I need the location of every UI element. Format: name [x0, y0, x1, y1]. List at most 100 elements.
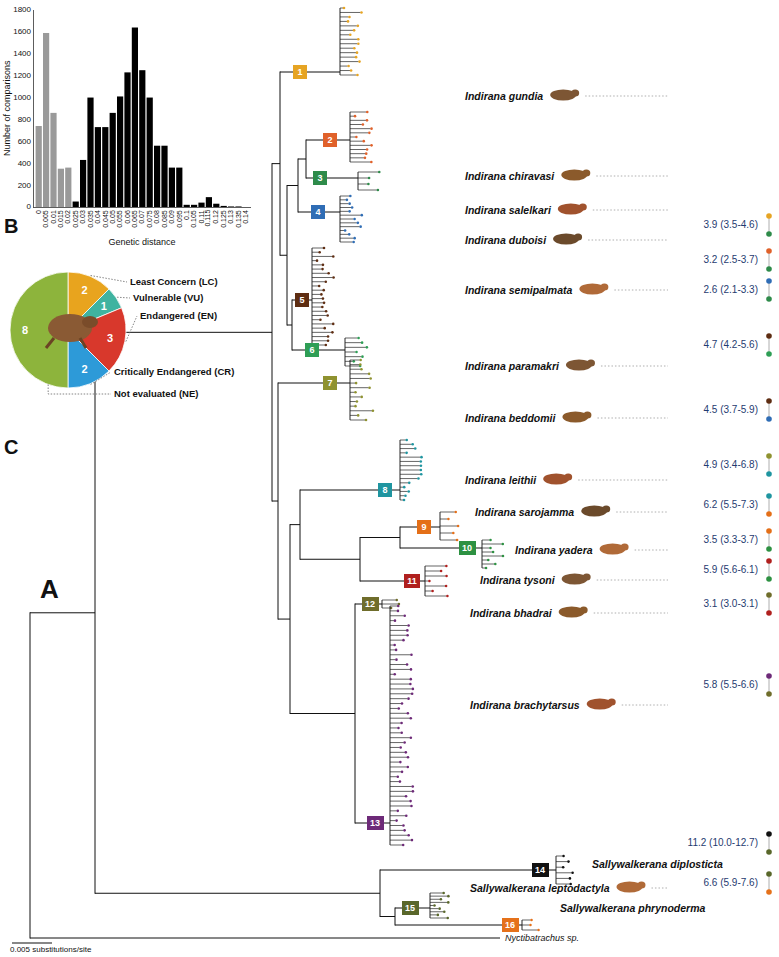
axis-tick: 0.02 — [64, 210, 72, 224]
tip-dot — [438, 907, 441, 910]
tree-tip — [382, 608, 390, 609]
species-leader — [597, 580, 668, 581]
tree-tip — [390, 805, 410, 806]
tree-tip — [390, 630, 406, 631]
tree-tip — [340, 70, 350, 71]
species-name: Sallywalkerana phrynoderma — [560, 902, 705, 914]
axis-tick: 0.05 — [109, 210, 117, 224]
tree-tip — [390, 771, 401, 772]
tree-tip — [340, 196, 349, 197]
divergence-time: 3.1 (3.0-3.1) — [704, 598, 758, 609]
clade-box: 8 — [378, 483, 392, 497]
clade-dot — [766, 213, 772, 219]
tree-branch — [290, 524, 300, 525]
tree-tip — [312, 298, 322, 299]
tip-dot — [354, 391, 357, 394]
clade-dot — [766, 673, 772, 679]
clade-dot — [766, 471, 772, 477]
legend-leader — [48, 385, 111, 394]
clade-number: 6 — [309, 346, 314, 355]
species-name: Indirana tysoni — [480, 574, 555, 586]
tree-branch — [290, 713, 355, 714]
axis-tick: 1600 — [13, 27, 31, 36]
axis-tick: 0.015 — [57, 210, 65, 228]
axis-tick: 0.11 — [197, 210, 205, 223]
species-name: Nyctibatrachus sp. — [505, 933, 579, 943]
tree-tip — [390, 654, 410, 655]
tip-dot — [397, 707, 400, 710]
tree-tip — [312, 307, 321, 308]
tip-dot — [322, 264, 325, 267]
clade-dot — [766, 453, 772, 459]
legend-leader — [91, 275, 127, 282]
tree-tip — [482, 556, 502, 557]
tree-tip — [312, 248, 323, 249]
tree-tip — [312, 281, 325, 282]
axis-tick: 0.08 — [153, 210, 161, 224]
tree-tip — [350, 369, 360, 370]
frog-head — [583, 412, 591, 419]
tip-dot — [331, 331, 334, 334]
tip-dot — [445, 585, 448, 588]
tip-dot — [362, 123, 365, 126]
histogram-bar — [154, 146, 160, 207]
legend-entry: Vulnerable (VU) — [133, 293, 203, 304]
species-name: Indirana sarojamma — [475, 506, 574, 518]
histogram-bar — [221, 206, 227, 207]
tree-tip — [430, 902, 447, 903]
tip-dot — [322, 289, 325, 292]
axis-tick: 0.035 — [86, 210, 93, 228]
tree-tip — [312, 269, 322, 270]
divergence-time: 3.5 (3.3-3.7) — [704, 534, 758, 546]
tip-dot — [366, 346, 369, 349]
tip-dot — [411, 785, 414, 788]
axis-tick: 1800 — [13, 5, 31, 14]
tip-dot — [367, 183, 370, 186]
tree-tip — [350, 120, 366, 121]
tip-dot — [327, 339, 330, 342]
divergence-time: 4.5 (3.7-5.9) — [704, 404, 758, 415]
tree-tip — [350, 157, 364, 158]
frog-leg — [46, 338, 54, 348]
clade-box: 11 — [404, 574, 420, 588]
tip-dot — [405, 452, 408, 455]
histogram-bar — [147, 98, 153, 207]
axis-tick: 600 — [18, 137, 31, 146]
clade-box: 14 — [532, 863, 549, 877]
tip-dot — [417, 477, 420, 480]
tree-tip — [350, 410, 372, 411]
tree-branch — [287, 185, 298, 186]
tree-tip — [482, 564, 494, 565]
clade-box: 2 — [323, 133, 337, 147]
tree-branch — [360, 537, 400, 538]
clade-box: 10 — [459, 541, 476, 555]
tree-tip — [340, 234, 348, 235]
tip-dot — [403, 486, 406, 489]
tip-dot — [530, 919, 533, 922]
legend-entry: Not evaluated (NE) — [114, 389, 198, 400]
tree-tip — [340, 57, 355, 58]
tip-dot — [357, 222, 360, 225]
axis-tick: 0.055 — [116, 210, 123, 228]
tip-dot — [323, 302, 326, 305]
tree-tip — [390, 786, 412, 787]
clade-dot — [766, 493, 772, 499]
tree-tip — [312, 340, 327, 341]
tree-tip — [522, 930, 538, 931]
tree-tip — [350, 145, 371, 146]
frog-head — [571, 90, 579, 97]
tree-tip — [390, 796, 405, 797]
tree-tip — [340, 39, 357, 40]
species-name: Sallywalkerana phrynoderma — [560, 902, 705, 914]
tree-tip — [350, 396, 361, 397]
tip-dot — [402, 639, 405, 642]
tip-dot — [433, 904, 436, 907]
clade-number: 7 — [327, 379, 332, 388]
axis-tick: 0.115 — [205, 210, 212, 227]
tip-dot — [322, 297, 325, 300]
tip-dot — [403, 614, 406, 617]
axis-tick: 0 — [35, 210, 42, 214]
tip-dot — [405, 795, 408, 798]
tree-tip — [350, 137, 355, 138]
axis-tick: 1000 — [13, 93, 31, 102]
